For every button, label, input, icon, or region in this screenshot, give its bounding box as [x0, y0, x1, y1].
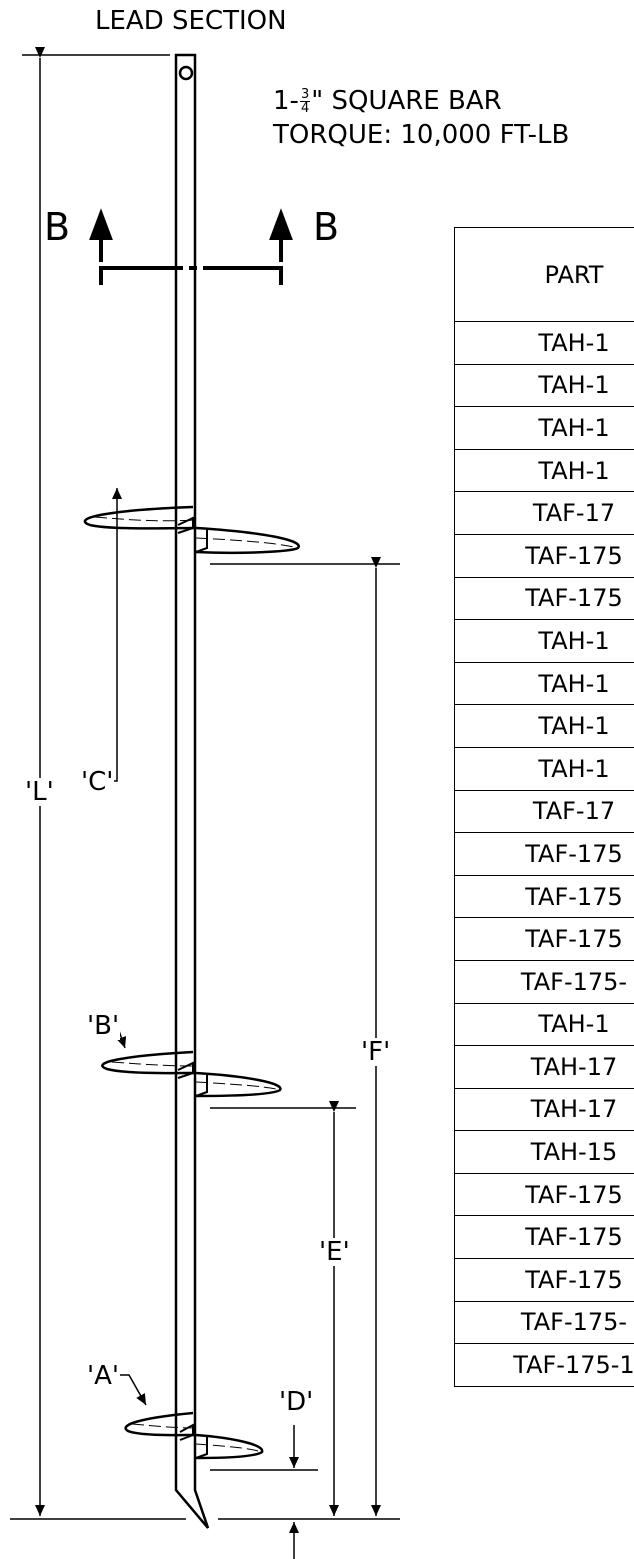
leaders [104, 488, 147, 1406]
section-label-left: B [44, 205, 71, 249]
table-row: TAF-175 [454, 832, 634, 876]
dim-label-a: 'A' [86, 1361, 121, 1391]
bar-prefix: 1- [273, 86, 299, 116]
section-label-right: B [313, 205, 340, 249]
table-row: TAH-1 [454, 363, 634, 408]
part-number-cell: TAH-1 [454, 704, 634, 748]
helix-b [101, 1050, 282, 1098]
part-number-cell: TAH-1 [454, 448, 634, 493]
table-row: TAH-17 [454, 1045, 634, 1089]
part-number-cell: TAF-175 [454, 917, 634, 961]
bar-fraction-numerator: 3 [299, 87, 311, 102]
dim-label-l: 'L' [24, 777, 55, 807]
part-number-cell: TAH-1 [454, 321, 634, 365]
table-row: TAF-17 [454, 491, 634, 535]
part-number-cell: TAF-175-1 [454, 1343, 634, 1387]
table-row: TAF-175- [454, 1300, 634, 1345]
part-number-cell: TAH-1 [454, 619, 634, 663]
table-row: TAH-1 [454, 704, 634, 748]
part-number-cell: TAF-175 [454, 1172, 634, 1217]
shaft [174, 53, 210, 1529]
table-row: TAF-175 [454, 533, 634, 578]
torque-spec: TORQUE: 10,000 FT-LB [273, 120, 570, 150]
part-number-cell: TAH-17 [454, 1045, 634, 1089]
table-row: TAH-1 [454, 321, 634, 365]
bolt-hole [178, 65, 194, 81]
table-row: TAH-1 [454, 1002, 634, 1047]
lead-section-title: LEAD SECTION [95, 6, 287, 36]
part-number-cell: TAH-15 [454, 1130, 634, 1174]
table-header-row: PART [454, 227, 634, 322]
table-row: TAF-175 [454, 1172, 634, 1217]
table-row: TAF-175 [454, 1215, 634, 1260]
part-number-cell: TAF-175 [454, 1215, 634, 1260]
part-number-cell: TAF-175 [454, 874, 634, 919]
table-row: TAH-1 [454, 661, 634, 706]
part-number-cell: TAH-1 [454, 363, 634, 408]
table-row: TAF-17 [454, 789, 634, 834]
part-number-cell: TAF-17 [454, 491, 634, 535]
leader-c [104, 502, 128, 781]
dim-label-c: 'C' [80, 767, 115, 797]
part-number-cell: TAH-1 [454, 406, 634, 450]
part-number-cell: TAF-175- [454, 959, 634, 1004]
table-row: TAH-1 [454, 619, 634, 663]
helix-a [124, 1411, 264, 1460]
table-row: TAH-1 [454, 746, 634, 791]
table-row: TAH-15 [454, 1130, 634, 1174]
part-number-cell: TAF-175 [454, 832, 634, 876]
part-number-cell: TAF-175 [454, 1258, 634, 1302]
dim-label-f: 'F' [360, 1037, 392, 1067]
table-row: TAF-175- [454, 959, 634, 1004]
table-row: TAF-175 [454, 1258, 634, 1302]
table-row: TAF-175 [454, 576, 634, 621]
helix-c [83, 505, 300, 555]
part-number-cell: TAH-1 [454, 1002, 634, 1047]
column-header-part: PART [454, 227, 634, 322]
table-row: TAH-1 [454, 448, 634, 493]
part-number-cell: TAF-175 [454, 576, 634, 621]
dimension-lines [35, 47, 381, 1559]
table-row: TAF-175 [454, 874, 634, 919]
extension-lines [10, 54, 400, 1520]
table-row: TAH-1 [454, 406, 634, 450]
bar-suffix: " SQUARE BAR [311, 86, 502, 116]
dim-label-d: 'D' [278, 1387, 315, 1417]
part-number-cell: TAH-1 [454, 746, 634, 791]
part-number-cell: TAF-175- [454, 1300, 634, 1345]
table-row: TAF-175 [454, 917, 634, 961]
part-number-cell: TAH-17 [454, 1087, 634, 1132]
table-row: TAH-17 [454, 1087, 634, 1132]
part-number-cell: TAF-175 [454, 533, 634, 578]
section-cut-b [89, 208, 293, 285]
part-number-cell: TAF-17 [454, 789, 634, 834]
dim-label-e: 'E' [318, 1237, 351, 1267]
bar-fraction-denominator: 4 [300, 101, 310, 116]
table-row: TAF-175-1 [454, 1343, 634, 1387]
part-number-cell: TAH-1 [454, 661, 634, 706]
dim-label-b: 'B' [86, 1011, 121, 1041]
